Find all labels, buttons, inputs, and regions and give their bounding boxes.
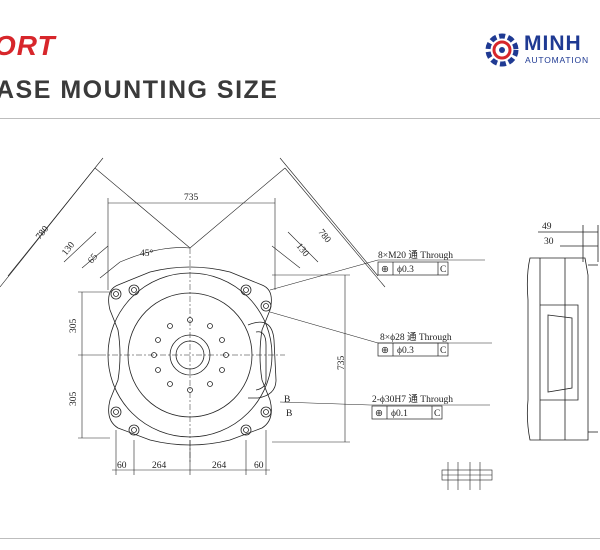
dim-45deg-label: 45° [140,248,154,259]
callout-3-tolerance: ϕ0.1 [391,409,408,419]
brand-text-fragment: ORT [0,30,56,61]
logo-name: MINH [524,32,582,55]
dim-735-top-label: 735 [184,193,199,203]
dim-130-right-label: 130 [294,242,311,260]
callout-2-symbol: ⊕ [381,346,389,356]
mounting-holes [110,284,272,436]
gear-logo-icon [485,33,519,67]
page-title: ASE MOUNTING SIZE [0,76,279,104]
callout-3-spec: 2-ϕ30H7 通 Through [372,394,453,405]
dim-780-right-label: 780 [316,228,333,246]
dim-305-lower-label: 305 [69,392,79,407]
company-logo: MINH AUTOMATION [484,30,600,70]
dim-264-right-label: 264 [212,461,227,471]
side-dim-49-label: 49 [542,222,552,232]
dim-264-left-label: 264 [152,461,167,471]
callout-1-datum: C [440,265,446,275]
dim-130-left-label: 130 [60,240,77,258]
callout-2-datum: C [440,346,446,356]
dim-780-left-label: 780 [34,224,51,242]
footer-divider [0,538,600,539]
dim-735-right-label: 735 [337,356,347,371]
dim-60-right-label: 60 [254,461,264,471]
dim-305-upper-label: 305 [69,319,79,334]
callout-3-datum: C [434,409,440,419]
side-dim-30-label: 30 [544,237,554,247]
callout-2-spec: 8×ϕ28 通 Through [380,332,452,343]
front-view-base [100,248,285,462]
side-view-base [526,225,599,441]
detail-view [441,462,493,490]
callout-3-symbol: ⊕ [375,409,383,419]
label-b2: B [286,409,292,419]
logo-subtitle: AUTOMATION [525,55,589,65]
dim-735-top [107,198,276,290]
rotated-square-outline [0,157,386,288]
callout-1-spec: 8×M20 通 Through [378,250,453,261]
header-divider [0,118,600,119]
callout-1-tolerance: ϕ0.3 [397,265,414,275]
label-b1: B [284,395,290,405]
dim-60-left-label: 60 [117,461,127,471]
callout-1-symbol: ⊕ [381,265,389,275]
callout-2-tolerance: ϕ0.3 [397,346,414,356]
